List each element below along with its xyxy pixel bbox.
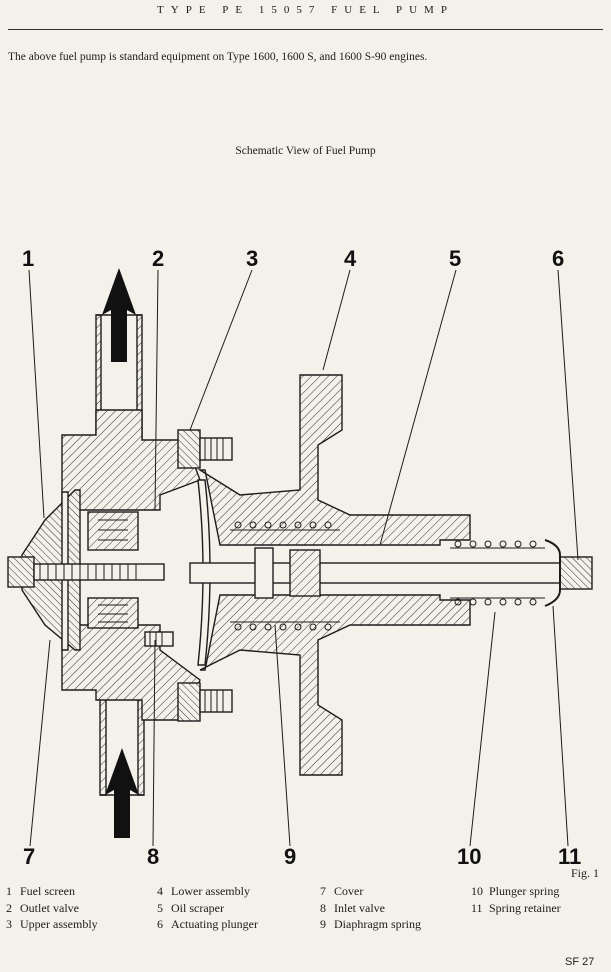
figure-label: Fig. 1 (571, 866, 600, 880)
outlet-flow-arrow-icon (102, 268, 136, 362)
leader-lines (28, 269, 579, 847)
callout-1: 1 (22, 246, 34, 271)
callout-4: 4 (344, 246, 357, 271)
inlet-valve (87, 597, 139, 629)
header-rule (8, 29, 603, 30)
lower-assembly (197, 374, 471, 546)
callout-6: 6 (552, 246, 564, 271)
callout-8: 8 (147, 844, 159, 869)
inlet-flow-arrow-icon (105, 748, 139, 838)
diaphragm-spring (230, 529, 340, 623)
plunger-spring (450, 547, 545, 599)
page-title: TYPE PE 15057 FUEL PUMP (157, 4, 454, 16)
callout-7: 7 (23, 844, 35, 869)
callout-3: 3 (246, 246, 258, 271)
outlet-valve (87, 511, 139, 551)
actuating-plunger (189, 562, 591, 584)
spring-retainer (544, 539, 561, 607)
callout-11: 11 (558, 844, 581, 869)
oil-scraper (289, 549, 321, 597)
callout-5: 5 (449, 246, 461, 271)
page-number: SF 27 (565, 956, 595, 968)
figure-caption: Schematic View of Fuel Pump (235, 145, 376, 157)
intro-paragraph: The above fuel pump is standard equipmen… (8, 51, 428, 63)
callout-9: 9 (284, 844, 296, 869)
callout-2: 2 (152, 246, 164, 271)
callout-10: 10 (457, 844, 481, 869)
